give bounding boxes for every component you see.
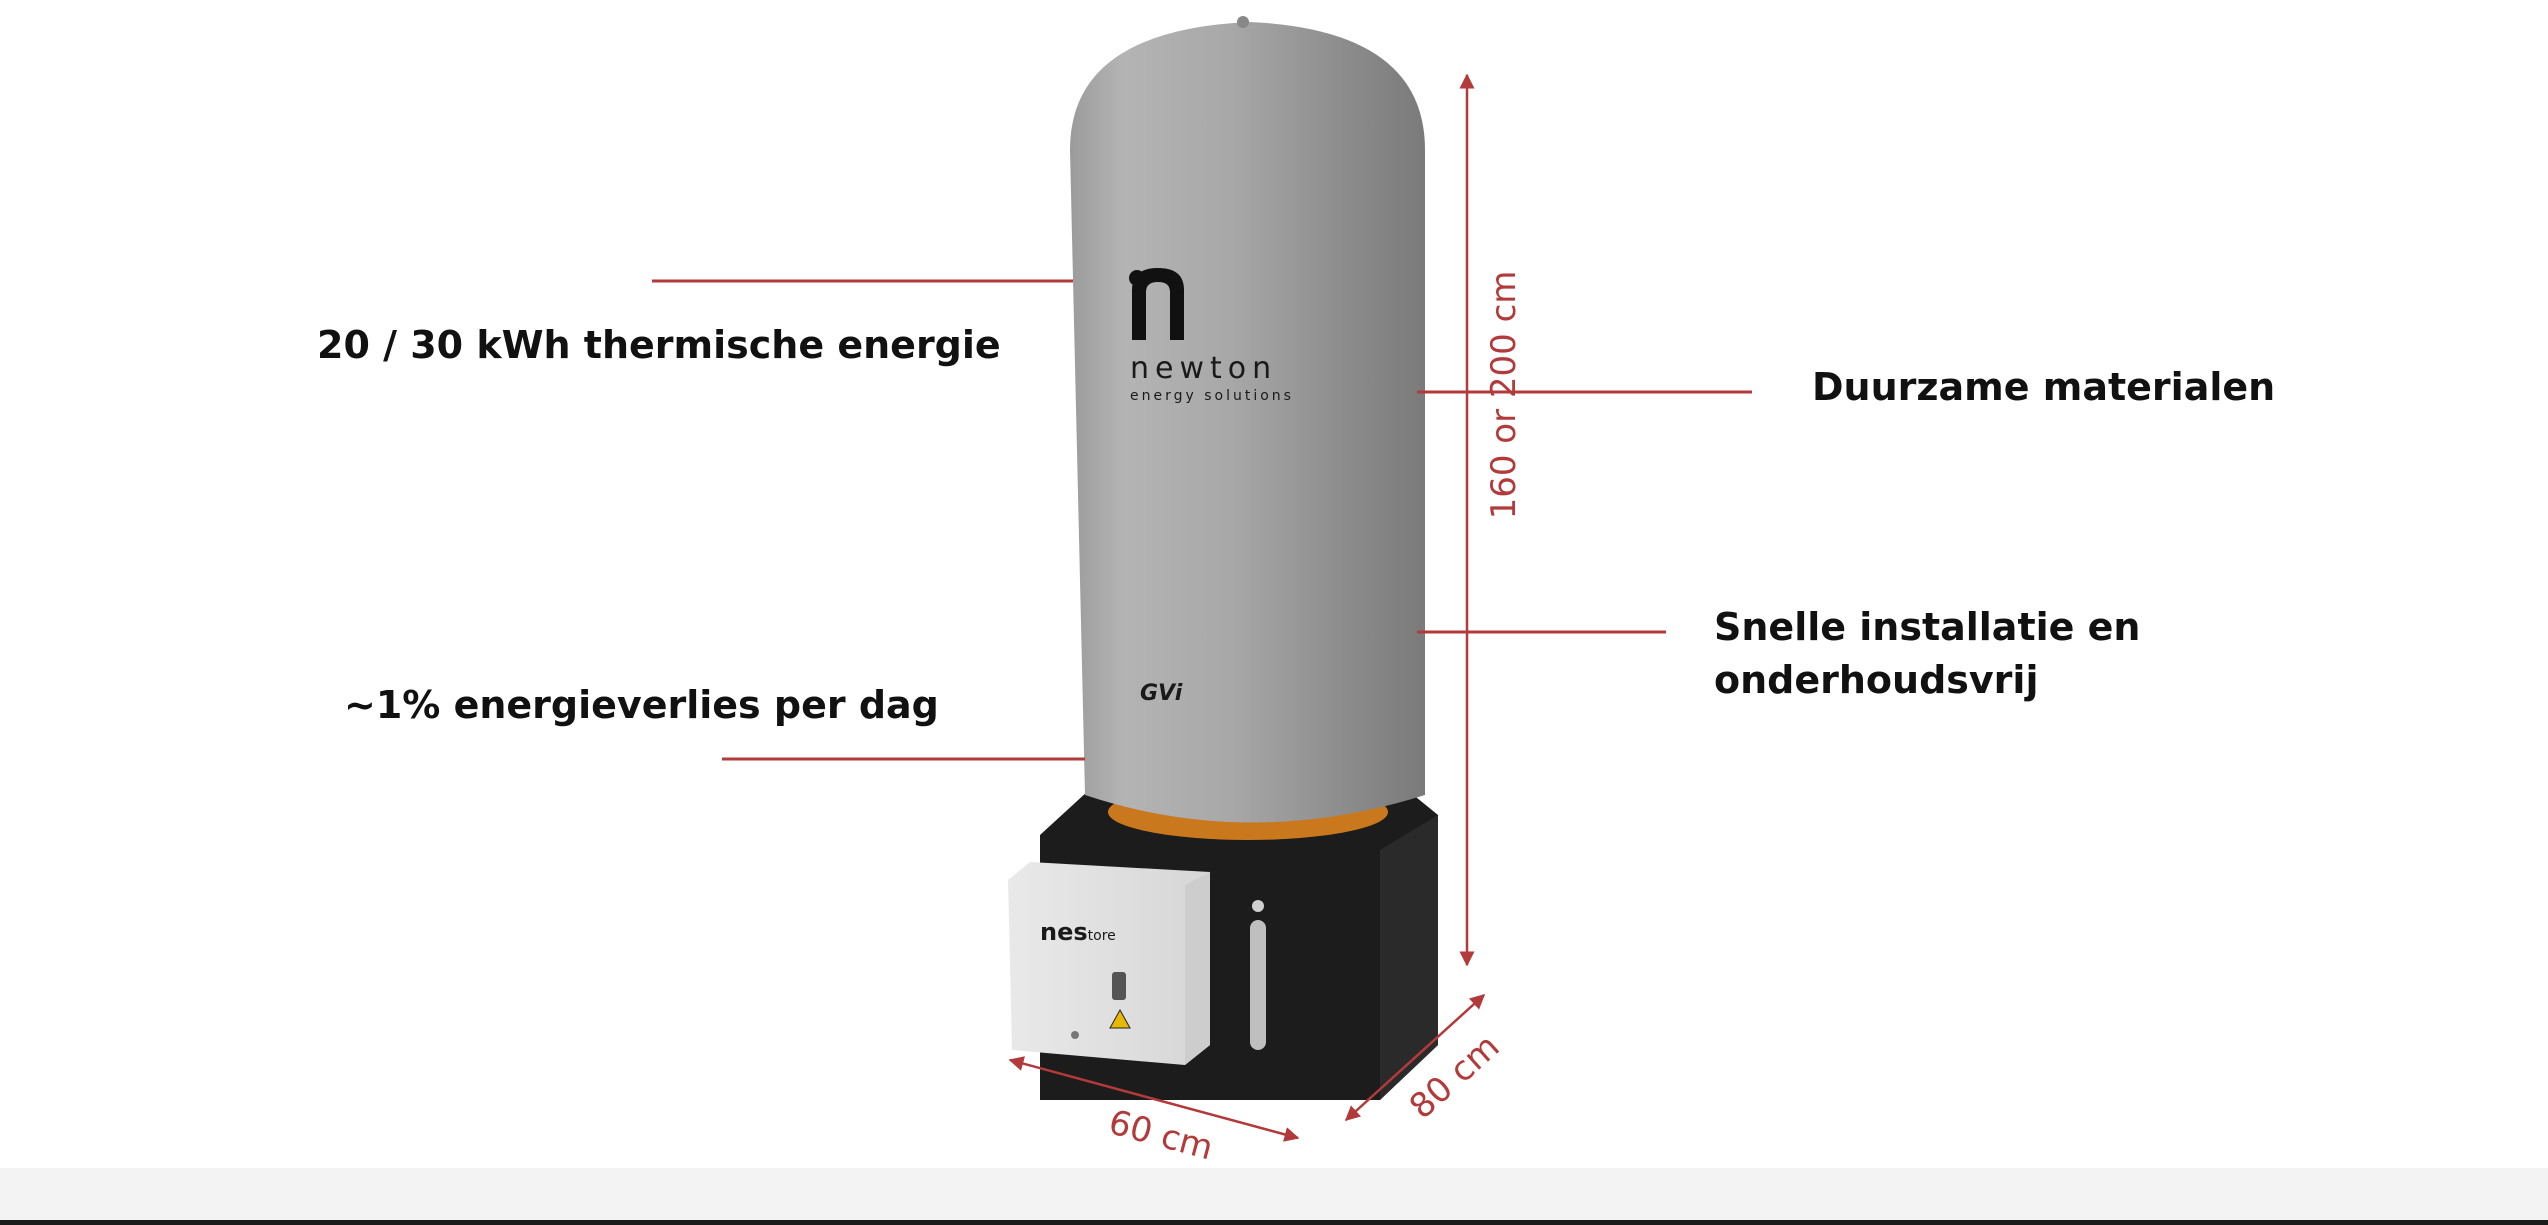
controller-brand: nestore — [1040, 918, 1116, 946]
feature-materials: Duurzame materialen — [1812, 365, 2275, 409]
feature-install-line2: onderhoudsvrij — [1714, 658, 2038, 702]
controller-box: nestore — [1008, 862, 1210, 1065]
width-arrow — [1008, 1056, 1300, 1142]
feature-energy: 20 / 30 kWh thermische energie — [317, 323, 1001, 367]
tank-badge: GVi — [1140, 681, 1183, 706]
bottom-band — [0, 1168, 2548, 1220]
brand-name: newton — [1130, 351, 1277, 386]
storage-tank: newton energy solutions GVi — [1070, 16, 1425, 823]
level-indicator — [1250, 920, 1266, 1050]
warning-icon — [1109, 1008, 1131, 1029]
gland-icon — [1071, 1031, 1079, 1039]
newton-logo: newton energy solutions — [1129, 268, 1294, 404]
bottom-bar — [0, 1220, 2548, 1225]
height-label: 160 or 200 cm — [1484, 271, 1524, 520]
feature-install-line1: Snelle installatie en — [1714, 605, 2140, 649]
brand-tagline: energy solutions — [1130, 388, 1294, 404]
feature-loss: ~1% energieverlies per dag — [344, 683, 939, 727]
depth-arrow — [1344, 993, 1486, 1122]
switch-icon — [1112, 972, 1126, 1000]
